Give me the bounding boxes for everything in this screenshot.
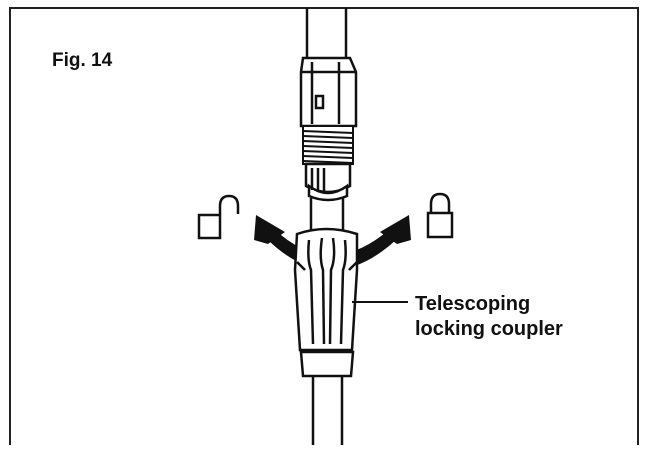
lower-tube	[311, 376, 344, 445]
threaded-section	[302, 125, 354, 165]
callout-line-2: locking coupler	[415, 318, 563, 340]
neck-section	[304, 162, 352, 202]
callout-label: Telescoping locking coupler	[415, 292, 563, 342]
locking-coupler	[293, 227, 359, 378]
figure-label: Fig. 14	[52, 50, 113, 71]
upper-tube	[305, 8, 348, 58]
figure-frame	[9, 7, 639, 445]
upper-collar	[299, 56, 358, 128]
locked-padlock-icon	[426, 192, 454, 239]
middle-tube	[309, 198, 345, 232]
unlocked-padlock-icon	[197, 194, 240, 240]
callout-line-1: Telescoping	[415, 293, 531, 315]
